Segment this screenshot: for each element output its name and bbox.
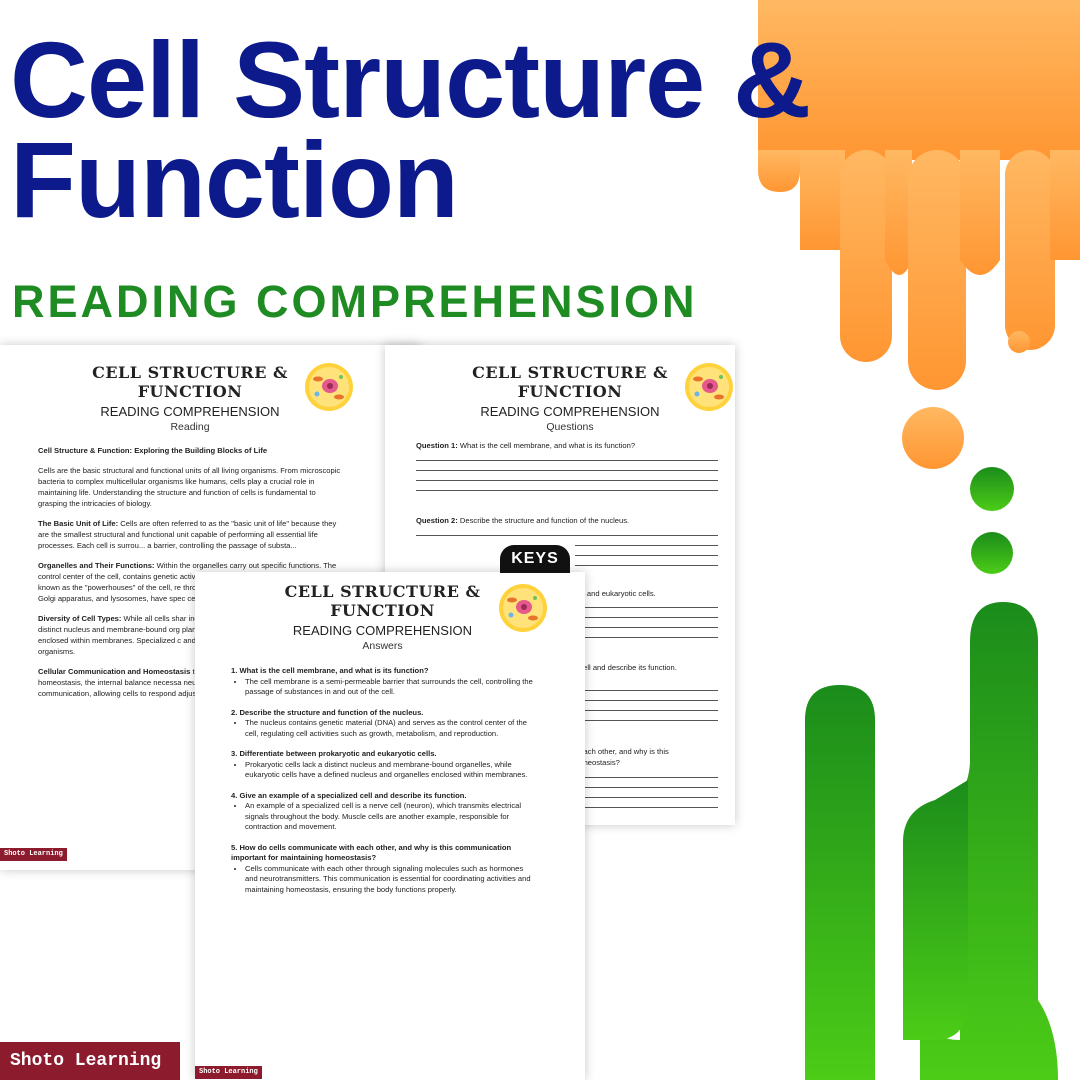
reading-page-label: Reading <box>170 421 210 433</box>
question-5-fragment-a: h each other, and why is this <box>573 747 669 756</box>
question-text: What is the cell membrane, and what is i… <box>457 441 636 450</box>
answer-text: Prokaryotic cells lack a distinct nucleu… <box>245 760 536 781</box>
keys-badge: KEYS <box>500 545 570 573</box>
title-line-1: Cell Structure & <box>10 19 811 140</box>
answer-line <box>575 565 718 566</box>
questions-page-label: Questions <box>546 421 594 433</box>
questions-page-heading: CELL STRUCTURE & FUNCTION <box>472 363 668 401</box>
reading-article: Cell Structure & Function: Exploring the… <box>38 445 343 708</box>
cell-icon <box>305 363 353 411</box>
answer-line <box>416 490 718 491</box>
brand-logo: Shoto Learning <box>0 1042 180 1080</box>
answer-line <box>575 555 718 556</box>
question-2: Question 2: Describe the structure and f… <box>416 516 629 525</box>
questions-page-subheading: READING COMPREHENSION <box>480 404 660 419</box>
answer-line <box>416 470 718 471</box>
question-3-fragment: otic and eukaryotic cells. <box>573 589 656 598</box>
answer-line <box>573 807 718 808</box>
answer-line <box>575 545 718 546</box>
answers-worksheet-page: CELL STRUCTURE & FUNCTION READING COMPRE… <box>195 572 585 1080</box>
orange-drip-shape <box>758 0 1080 469</box>
answer-question: 5. How do cells communicate with each ot… <box>231 842 512 863</box>
answer-line <box>416 480 718 481</box>
reading-page-heading: CELL STRUCTURE & FUNCTION <box>92 363 288 401</box>
answer-line <box>573 720 718 721</box>
answer-line <box>573 700 718 701</box>
answer-text: Cells communicate with each other throug… <box>245 864 536 896</box>
answer-text: The cell membrane is a semi-permeable ba… <box>245 677 536 698</box>
answers-page-subheading: READING COMPREHENSION <box>292 623 473 638</box>
section-heading: Organelles and Their Functions: <box>38 561 155 570</box>
page-title: Cell Structure & Function <box>10 26 811 234</box>
answer-line <box>416 460 718 461</box>
answer-line <box>573 637 718 638</box>
answer-question: 3. Differentiate between prokaryotic and… <box>231 749 437 758</box>
cell-icon <box>685 363 733 411</box>
section-heading: Cellular Communication and Homeostasis <box>38 667 191 676</box>
brand-label: Shoto Learning <box>195 1066 262 1079</box>
reading-page-header: CELL STRUCTURE & FUNCTION READING COMPRE… <box>60 363 320 433</box>
question-text: Describe the structure and function of t… <box>457 516 630 525</box>
question-4-fragment: d cell and describe its function. <box>573 663 677 672</box>
brand-label: Shoto Learning <box>0 848 67 861</box>
answer-text: The nucleus contains genetic material (D… <box>245 718 536 739</box>
article-title: Cell Structure & Function: Exploring the… <box>38 446 268 455</box>
answer-line <box>573 617 718 618</box>
section-heading: The Basic Unit of Life: <box>38 519 119 528</box>
answer-line <box>573 710 718 711</box>
answer-line <box>416 535 718 536</box>
answer-line <box>573 797 718 798</box>
green-drip-shape <box>805 467 1058 1080</box>
page-subtitle: READING COMPREHENSION <box>12 276 698 327</box>
answers-page-label: Answers <box>362 640 403 652</box>
answer-question: 1. What is the cell membrane, and what i… <box>231 666 429 675</box>
section-body: Within the organelles carry out specific… <box>38 561 337 603</box>
questions-page-header: CELL STRUCTURE & FUNCTION READING COMPRE… <box>445 363 695 433</box>
answer-line <box>573 777 718 778</box>
cell-icon <box>499 584 547 632</box>
article-section: The Basic Unit of Life: Cells are often … <box>38 518 343 551</box>
answers-list: 1. What is the cell membrane, and what i… <box>231 666 536 905</box>
answers-page-header: CELL STRUCTURE & FUNCTION READING COMPRE… <box>250 582 515 652</box>
article-section: Organelles and Their Functions: Within t… <box>38 560 343 604</box>
reading-page-subheading: READING COMPREHENSION <box>100 404 280 419</box>
section-body: Cells are often referred to as the "basi… <box>38 519 337 550</box>
answer-question: 2. Describe the structure and function o… <box>231 707 424 717</box>
answer-question: 4. Give an example of a specialized cell… <box>231 790 467 800</box>
question-number: Question 2: <box>416 516 458 525</box>
answer-text: An example of a specialized cell is a ne… <box>245 801 536 833</box>
question-5-fragment-b: homeostasis? <box>573 758 620 767</box>
answer-line <box>573 787 718 788</box>
question-1: Question 1: What is the cell membrane, a… <box>416 441 635 450</box>
question-number: Question 1: <box>416 441 458 450</box>
answers-page-heading: CELL STRUCTURE & FUNCTION <box>284 582 481 620</box>
article-intro: Cells are the basic structural and funct… <box>38 466 341 508</box>
answer-line <box>573 607 718 608</box>
answer-line <box>573 690 718 691</box>
answer-line <box>573 627 718 628</box>
section-heading: Diversity of Cell Types: <box>38 614 122 623</box>
title-line-2: Function <box>10 119 459 240</box>
